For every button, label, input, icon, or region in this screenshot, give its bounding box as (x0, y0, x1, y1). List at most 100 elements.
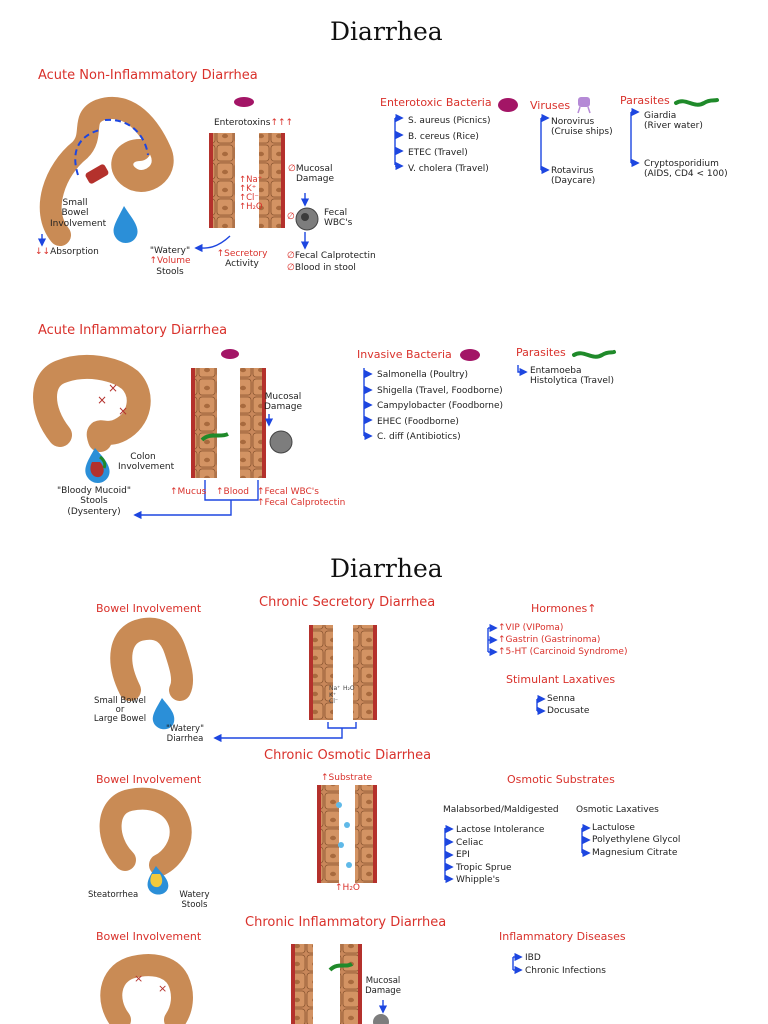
malabsorbed-heading: Malabsorbed/Maldigested (443, 805, 559, 815)
water-label: H₂O (335, 883, 360, 893)
list-item: S. aureus (Picnics) (408, 116, 491, 126)
virus-norovirus: Norovirus (Cruise ships) (551, 117, 613, 138)
mucosal-wbc-icon (269, 430, 293, 454)
stimulant-laxatives-list: Senna Docusate (547, 693, 589, 717)
parasite-worm-icon (674, 98, 719, 107)
parasite-worm-icon-2 (572, 350, 616, 359)
invading-bacteria-icon (221, 349, 239, 359)
list-item: EPI (456, 850, 470, 860)
enterotoxins-label: Enterotoxins↑↑ (214, 118, 293, 128)
parasite-cryptosporidium: Cryptosporidium (AIDS, CD4 < 100) (644, 159, 728, 180)
list-item: Lactose Intolerance (456, 825, 545, 835)
mucus-label: Mucus (170, 487, 207, 497)
secretory-bowel-icon (110, 617, 194, 701)
watery-droplet-icon (113, 206, 138, 244)
chronic-wbc-icon (373, 1014, 389, 1024)
page-title-1: Diarrhea (330, 17, 443, 46)
svg-text:×: × (97, 393, 107, 407)
stimulant-laxatives-heading: Stimulant Laxatives (506, 673, 616, 686)
absorption-label: Absorption (35, 247, 99, 257)
list-item: Whipple's (456, 875, 500, 885)
list-item: V. cholera (Travel) (408, 163, 489, 174)
list-item: Lactulose (592, 823, 635, 833)
list-item: B. cereus (Rice) (408, 131, 479, 142)
list-item: Senna (547, 694, 576, 704)
secretory-enterocytes-icon (309, 625, 377, 720)
fecal-calprotectin-label-2: Fecal Calprotectin (257, 498, 346, 508)
invasive-bacteria-icon (460, 349, 480, 361)
chronic-inflammatory-heading: Chronic Inflammatory Diarrhea (245, 915, 447, 930)
substrate-label: Substrate (321, 773, 373, 783)
bowel-involvement-heading-2: Bowel Involvement (96, 773, 202, 786)
blood-in-stool-label: Blood in stool (287, 263, 356, 273)
watery-stools-label-2: Watery Stools (179, 890, 210, 910)
bowel-involvement-heading-3: Bowel Involvement (96, 930, 202, 943)
blood-label: Blood (216, 487, 249, 497)
osmotic-enterocytes-icon (317, 785, 377, 883)
small-bowel-icon (39, 97, 174, 246)
osmotic-substrates-heading: Osmotic Substrates (507, 773, 615, 786)
fecal-wbc-label-2: Fecal WBC's (257, 487, 319, 497)
enterotoxic-bacteria-heading: Enterotoxic Bacteria (380, 96, 492, 109)
list-item: ETEC (Travel) (408, 147, 468, 158)
list-item: Chronic Infections (525, 965, 606, 976)
inflammatory-diseases-heading: Inflammatory Diseases (499, 930, 626, 943)
chronic-secretory-heading: Chronic Secretory Diarrhea (259, 595, 436, 610)
svg-text:×: × (108, 381, 118, 395)
list-item: Tropic Sprue (456, 862, 512, 873)
steatorrhea-droplet-icon (147, 866, 169, 895)
secretory-droplet-icon (152, 698, 175, 730)
fecal-calprotectin-label: Fecal Calprotectin (287, 251, 376, 261)
list-item: IBD (525, 953, 541, 963)
bowel-involvement-heading-1: Bowel Involvement (96, 602, 202, 615)
malabsorbed-list: Lactose Intolerance Celiac EPI Tropic Sp… (456, 824, 544, 887)
mucosal-damage-label-3: Mucosal Damage (365, 976, 401, 996)
bacteria-toxin-icon (234, 97, 254, 107)
watery-stools-label: "Watery" Volume Stools (140, 246, 200, 277)
bloody-mucoid-label: "Bloody Mucoid" Stools (Dysentery) (56, 486, 131, 517)
null-symbol: ∅ (287, 212, 295, 222)
damaged-mucosa-icon (191, 368, 266, 478)
viruses-heading: Viruses (530, 99, 571, 112)
bowel-label: Small Bowel or Large Bowel (93, 696, 147, 724)
invasive-bacteria-heading: Invasive Bacteria (357, 348, 452, 361)
list-item: Salmonella (Poultry) (377, 370, 469, 380)
acute-non-inflammatory-heading: Acute Non-Inflammatory Diarrhea (38, 68, 258, 83)
list-item: Docusate (547, 706, 590, 716)
bloody-mucoid-droplet-icon (85, 448, 110, 484)
list-item: Magnesium Citrate (592, 847, 678, 858)
watery-diarrhea-label: "Watery" Diarrhea (166, 724, 204, 744)
parasite-entamoeba: Entamoeba Histolytica (Travel) (530, 366, 614, 387)
osmotic-laxatives-list: Lactulose Polyethylene Glycol Magnesium … (592, 822, 680, 859)
ion-h2o-2: H₂O (343, 685, 355, 692)
colon-icon: × × × (33, 354, 151, 452)
list-item: Polyethylene Glycol (592, 835, 681, 846)
list-item: Gastrin (Gastrinoma) (498, 634, 627, 646)
mucosal-damage-label: Mucosal Damage (288, 164, 334, 185)
invasive-bacteria-list: Salmonella (Poultry) Shigella (Travel, F… (377, 368, 503, 446)
colon-involvement-label: Colon Involvement (118, 452, 175, 473)
ion-labels: Na⁺ K⁺ Cl⁻ H₂O (239, 176, 263, 212)
svg-text:×: × (118, 404, 128, 418)
virus-rotavirus: Rotavirus (Daycare) (551, 166, 596, 187)
enterocyte-columns-icon (209, 133, 285, 228)
svg-text:×: × (134, 972, 143, 985)
list-item: C. diff (Antibiotics) (377, 432, 461, 442)
list-item: 5-HT (Carcinoid Syndrome) (498, 646, 628, 658)
fecal-wbc-icon (295, 207, 319, 231)
list-item: Campylobacter (Foodborne) (377, 401, 504, 411)
ion-labels-2: Na⁺ K⁺ Cl⁻ (329, 685, 341, 706)
parasites-heading-1: Parasites (620, 94, 670, 107)
mucosal-damage-label-2: Mucosal Damage (264, 392, 302, 413)
osmotic-laxatives-heading: Osmotic Laxatives (576, 805, 659, 815)
list-item: EHEC (Foodborne) (377, 416, 459, 427)
secretory-activity-label: Secretory Activity (212, 249, 272, 270)
acute-inflammatory-heading: Acute Inflammatory Diarrhea (38, 323, 228, 338)
chronic-colon-icon: × × (100, 954, 193, 1024)
hormones-list: VIP (VIPoma) Gastrin (Gastrinoma) 5-HT (… (498, 622, 628, 659)
chronic-mucosa-icon (291, 944, 362, 1024)
small-bowel-label: Small Bowel Involvement (50, 198, 107, 229)
virus-icon (577, 97, 591, 114)
